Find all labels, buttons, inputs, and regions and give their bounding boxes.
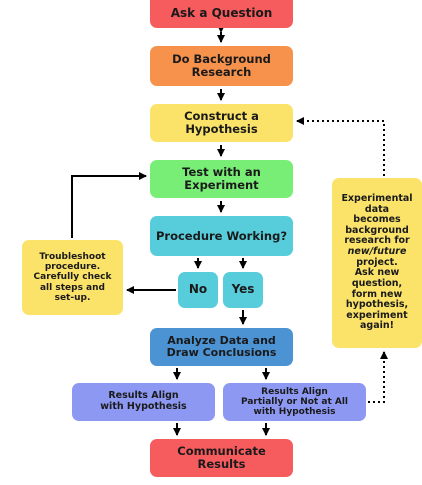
experimental-data-note: Experimental data becomes background res… bbox=[332, 178, 422, 348]
step-communicate-results: Communicate Results bbox=[150, 439, 293, 477]
decision-procedure-working: Procedure Working? bbox=[150, 216, 293, 256]
step-analyze-data: Analyze Data and Draw Conclusions bbox=[150, 328, 293, 366]
decision-no: No bbox=[178, 272, 218, 308]
step-test-experiment: Test with an Experiment bbox=[150, 160, 293, 198]
decision-no-label: No bbox=[188, 282, 208, 297]
note-text-before: Experimental data becomes background res… bbox=[341, 192, 413, 247]
dotted-arrow-note-hypothesis bbox=[296, 117, 385, 176]
arrow-troubleshoot-test bbox=[71, 172, 147, 238]
decision-procedure-working-label: Procedure Working? bbox=[155, 228, 288, 243]
step-background-research: Do Background Research bbox=[150, 46, 293, 86]
step-construct-hypothesis: Construct a Hypothesis bbox=[150, 104, 293, 142]
note-text-emphasis: new/future bbox=[347, 246, 407, 258]
step-troubleshoot-label: Troubleshoot procedure. Carefully check … bbox=[33, 252, 112, 303]
step-ask-question: Ask a Question bbox=[150, 0, 293, 28]
experimental-data-note-text: Experimental data becomes background res… bbox=[341, 192, 413, 332]
step-communicate-results-label: Communicate Results bbox=[177, 444, 266, 471]
decision-yes: Yes bbox=[223, 272, 263, 308]
step-analyze-data-label: Analyze Data and Draw Conclusions bbox=[166, 333, 277, 359]
step-background-research-label: Do Background Research bbox=[172, 52, 271, 79]
note-text-after: project. Ask new question, form new hypo… bbox=[345, 256, 409, 332]
dotted-arrow-partial-note bbox=[368, 351, 388, 403]
result-align-hypothesis: Results Align with Hypothesis bbox=[72, 383, 215, 421]
step-ask-question-label: Ask a Question bbox=[170, 6, 273, 21]
result-partial-hypothesis-label: Results Align Partially or Not at All wi… bbox=[240, 386, 349, 418]
result-partial-hypothesis: Results Align Partially or Not at All wi… bbox=[223, 383, 366, 421]
decision-yes-label: Yes bbox=[231, 282, 255, 297]
step-construct-hypothesis-label: Construct a Hypothesis bbox=[184, 109, 259, 136]
step-troubleshoot: Troubleshoot procedure. Carefully check … bbox=[22, 240, 123, 315]
step-test-experiment-label: Test with an Experiment bbox=[182, 165, 261, 192]
result-align-hypothesis-label: Results Align with Hypothesis bbox=[100, 390, 187, 412]
